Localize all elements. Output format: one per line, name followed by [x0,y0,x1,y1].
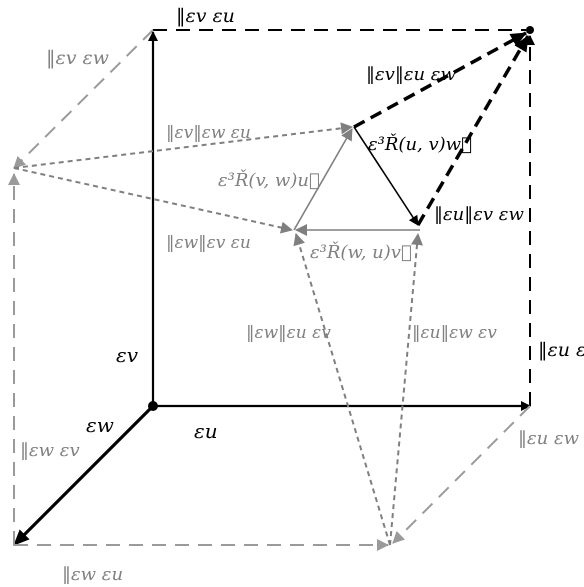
upper-right-diag-label: ‖εv‖εu εw [366,64,456,85]
mid-left-upper-arrow [13,122,353,169]
upper-right-diag-arrow [353,31,527,129]
curvature-vw-label: ε³Ř(v, w)u⃗ [218,168,320,191]
top-right-point [526,26,534,34]
curvature-wu-label: ε³Ř(w, u)v⃗ [310,240,412,263]
axis-u-label: εu [194,419,218,443]
top-left-edge-label: ‖εv εw [46,47,109,69]
right-diag-arrow [416,35,530,226]
curvature-uv-arrow [353,126,419,226]
right-edge-label: ‖εu εv [538,339,584,361]
right-bottom-edge [392,405,531,544]
axis-v-label: εv [116,343,139,367]
lower-mid-right-arrow [389,233,423,546]
origin-point [148,401,158,411]
mid-left-lower-arrow [13,167,293,234]
axis-w-label: εw [86,413,114,437]
lower-mid-left-arrow [293,233,391,546]
top-edge-label: ‖εv εu [176,5,235,27]
top-left-edge [13,29,154,169]
lower-mid-left-label: ‖εw‖εu εv [246,323,331,343]
lower-mid-right-label: ‖εu‖εw εv [412,323,497,343]
curvature-vw-arrow [293,128,353,231]
right-bottom-label: ‖εu εw [518,428,580,449]
left-edge-label: ‖εw εv [20,440,80,461]
mid-left-lower-label: ‖εw‖εv εu [166,233,251,253]
mid-right-label: ‖εu‖εv εw [434,204,524,225]
mid-left-upper-label: ‖εv‖εw εu [166,123,251,143]
curvature-uv-label: ε³Ř(u, v)w⃗ [368,132,472,155]
axis-w-arrow [12,404,155,547]
bottom-edge-label: ‖εw εu [62,564,123,585]
